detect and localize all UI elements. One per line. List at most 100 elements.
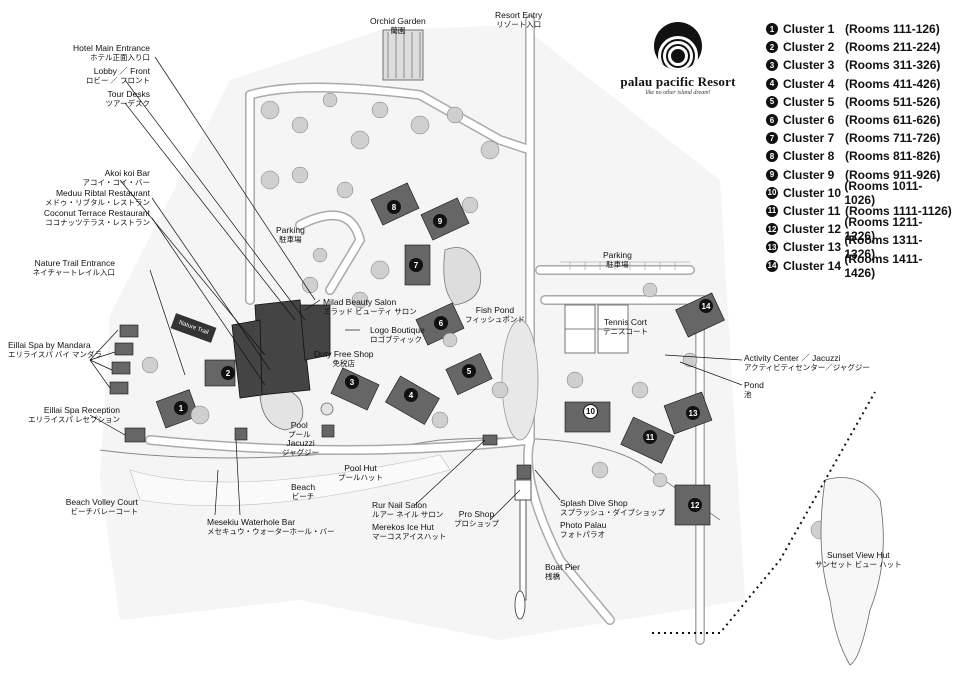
cluster-marker-7[interactable]: 7 [409, 258, 423, 272]
legend-row-cluster-2: 2 Cluster 2 (Rooms 211-224) [766, 38, 952, 56]
trees [141, 92, 879, 608]
cluster-marker-12[interactable]: 12 [688, 498, 702, 512]
cluster-name: Cluster 7 [783, 131, 835, 146]
resort-logo: palau pacific Resort like no other islan… [615, 22, 741, 96]
tennis-courts [564, 304, 629, 354]
cluster-rooms: (Rooms 111-126) [845, 22, 940, 37]
shoreline [99, 437, 721, 521]
cluster-marker-3[interactable]: 3 [345, 375, 359, 389]
cluster-marker-4[interactable]: 4 [404, 388, 418, 402]
cluster-rooms: (Rooms 1411-1426) [844, 251, 923, 280]
orchid-garden-block [382, 29, 424, 81]
cluster-number-badge: 7 [766, 132, 778, 145]
legend-row-cluster-7: 7 Cluster 7 (Rooms 711-726) [766, 129, 952, 147]
cluster-number-badge: 6 [766, 114, 778, 127]
cluster-rooms: (Rooms 1211-1226) [844, 215, 923, 244]
cluster-number-badge: 13 [766, 241, 778, 254]
entry-roundabout [501, 319, 539, 441]
cluster-name: Cluster 13 [783, 240, 842, 255]
property-boundary [652, 391, 876, 634]
cluster-number-badge: 4 [766, 77, 778, 90]
cluster-rooms: (Rooms 711-726) [845, 131, 941, 146]
cluster-number-badge: 1 [766, 23, 778, 36]
fish-pond-shape [443, 247, 482, 306]
cluster-marker-5[interactable]: 5 [462, 364, 476, 378]
cluster-rooms: (Rooms 1311-1326) [844, 233, 923, 262]
cluster-name: Cluster 3 [783, 58, 835, 73]
cluster-marker-2[interactable]: 2 [221, 366, 235, 380]
cluster-name: Cluster 8 [783, 149, 835, 164]
cluster-name: Cluster 11 [783, 203, 841, 218]
cluster-name: Cluster 10 [783, 185, 842, 200]
wave-logo-icon [654, 22, 702, 70]
legend-row-cluster-10: 10 Cluster 10(Rooms 1011-1026) [766, 179, 952, 207]
brand-name: palau pacific Resort [620, 74, 736, 89]
cluster-number-badge: 10 [766, 186, 778, 199]
cluster-name: Cluster 4 [783, 76, 835, 91]
cluster-rooms: (Rooms 911-926) [845, 167, 941, 182]
cluster-number-badge: 2 [766, 41, 778, 54]
brand-tagline: like no other island dream! [645, 90, 711, 96]
cluster-rooms: (Rooms 411-426) [845, 76, 941, 91]
cluster-marker-13[interactable]: 13 [686, 406, 700, 420]
main-hotel-building [231, 299, 331, 399]
cluster-rooms: (Rooms 211-224) [845, 40, 941, 55]
cluster-rooms: (Rooms 1011-1026) [844, 178, 923, 207]
legend-row-cluster-12: 12 Cluster 12(Rooms 1211-1226) [766, 215, 952, 243]
cluster-marker-8[interactable]: 8 [387, 200, 401, 214]
cluster-marker-14[interactable]: 14 [699, 299, 713, 313]
cluster-marker-9[interactable]: 9 [433, 214, 447, 228]
cluster-marker-10[interactable]: 10 [583, 404, 598, 419]
cluster-rooms: (Rooms 811-826) [845, 149, 941, 164]
cluster-marker-11[interactable]: 11 [643, 430, 657, 444]
parking-east-lines [560, 261, 690, 270]
cluster-name: Cluster 12 [783, 222, 842, 237]
cluster-number-badge: 12 [766, 223, 778, 236]
cluster-marker-1[interactable]: 1 [174, 401, 188, 415]
cluster-name: Cluster 5 [783, 94, 835, 109]
sunset-island [820, 477, 884, 666]
legend-row-cluster-1: 1 Cluster 1 (Rooms 111-126) [766, 20, 952, 38]
cluster-name: Cluster 14 [783, 258, 842, 273]
cluster-rooms: (Rooms 311-326) [845, 58, 941, 73]
cluster-legend: 1 Cluster 1 (Rooms 111-126) 2 Cluster 2 (Room… [766, 20, 952, 280]
cluster-number-badge: 8 [766, 150, 778, 163]
cluster-name: Cluster 2 [783, 40, 835, 55]
cluster-marker-6[interactable]: 6 [434, 316, 448, 330]
cluster-name: Cluster 1 [783, 22, 835, 37]
jacuzzi-shape [320, 402, 334, 416]
